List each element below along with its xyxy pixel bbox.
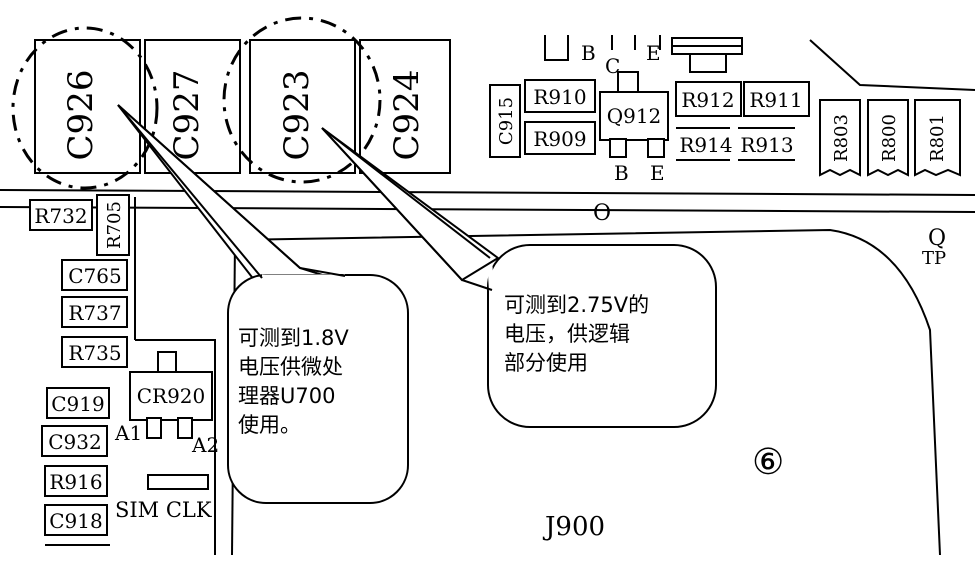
- pin-b-top-label: B: [581, 41, 596, 65]
- callout-1: 可测到1.8V 电压供微处 理器U700 使用。: [117, 104, 409, 504]
- top-row-components: C915 R910 R909 B C E Q912 B E R912 R911 …: [489, 35, 961, 185]
- r732-label: R732: [34, 204, 87, 228]
- r910-label: R910: [533, 85, 586, 109]
- r800-label: R800: [879, 114, 900, 162]
- c923-label: C923: [277, 70, 317, 161]
- c919-label: C919: [51, 392, 104, 416]
- r801-label: R801: [927, 114, 948, 162]
- callout-1-line-2: 电压供微处: [238, 355, 343, 379]
- r914-label: R914: [679, 133, 732, 157]
- left-column-components: R732 R705 C765 R737 R735 C919 C932 R916 …: [29, 194, 130, 536]
- diode-cr920: CR920 A1 A2: [114, 351, 219, 457]
- c924-label: C924: [387, 70, 427, 161]
- q912-label: Q912: [607, 104, 662, 128]
- c765-label: C765: [68, 264, 121, 288]
- pin-e-top-label: E: [646, 41, 661, 65]
- r735-label: R735: [68, 341, 121, 365]
- c918-label: C918: [49, 509, 102, 533]
- pin-a2-label: A2: [191, 433, 219, 457]
- pin-b-bottom-label: B: [614, 161, 629, 185]
- callout-2-line-2: 电压，供逻辑: [504, 322, 630, 346]
- callout-1-line-1: 可测到1.8V: [238, 326, 349, 350]
- callout-2-line-1: 可测到2.75V的: [504, 293, 649, 317]
- marker-o: O: [593, 201, 611, 226]
- r737-label: R737: [68, 301, 121, 325]
- pin-c-top-label: C: [605, 54, 620, 78]
- callout-1-line-4: 使用。: [238, 413, 301, 437]
- large-capacitors: C926 C927 C923 C924: [34, 39, 451, 174]
- pin-a1-label: A1: [114, 421, 142, 445]
- r803-label: R803: [831, 114, 852, 162]
- r705-label: R705: [104, 201, 125, 249]
- r916-label: R916: [49, 470, 102, 494]
- highlight-circles: [11, 16, 382, 190]
- connector-j900-label: J900: [542, 512, 605, 542]
- marker-tp: TP: [922, 248, 946, 269]
- r913-label: R913: [740, 133, 793, 157]
- r912-label: R912: [681, 88, 734, 112]
- markers: O Q TP ⑥ J900: [542, 201, 946, 542]
- cr920-label: CR920: [137, 384, 206, 408]
- callout-2: 可测到2.75V的 电压，供逻辑 部分使用: [321, 127, 717, 428]
- c915-label: C915: [496, 97, 517, 145]
- c932-label: C932: [48, 430, 101, 454]
- sim-clk-label: SIM CLK: [115, 498, 212, 522]
- callout-1-line-3: 理器U700: [238, 384, 335, 408]
- pin-e-bottom-label: E: [650, 161, 665, 185]
- sim-clk-pad: SIM CLK: [115, 474, 212, 522]
- c926-label: C926: [61, 70, 101, 161]
- circle-number: ⑥: [752, 442, 784, 483]
- marker-q: Q: [928, 226, 946, 251]
- r911-label: R911: [749, 88, 802, 112]
- callout-2-line-3: 部分使用: [504, 351, 588, 375]
- r909-label: R909: [533, 127, 586, 151]
- c927-label: C927: [167, 70, 207, 161]
